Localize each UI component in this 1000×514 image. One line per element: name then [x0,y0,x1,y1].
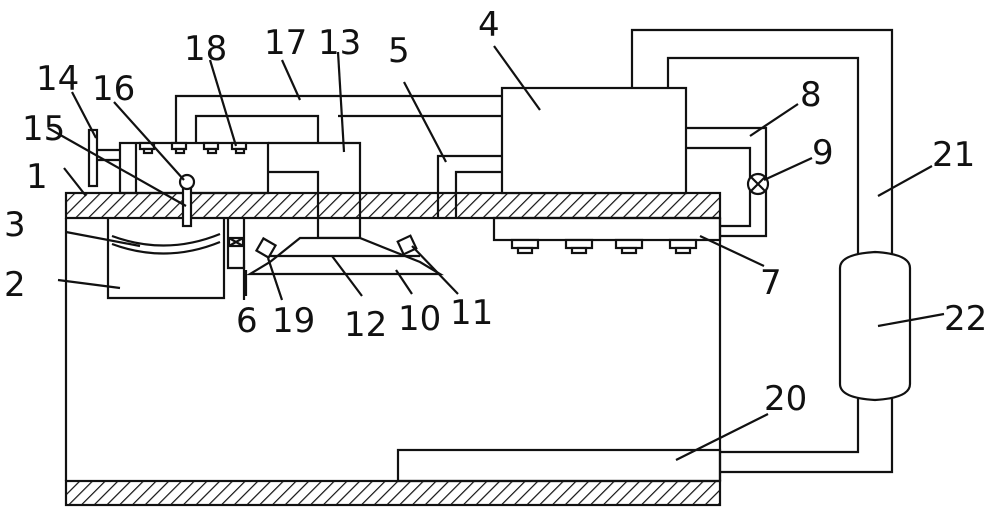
spray-bar-7 [492,216,722,242]
plate-20 [396,448,722,483]
label-21: 21 [932,135,975,175]
label-18: 18 [184,29,227,69]
label-16: 16 [92,69,135,109]
sensor-11 [396,234,418,256]
label-6: 6 [236,301,258,341]
valve-6-icon [227,236,245,248]
tank-22 [838,250,912,402]
membrane-3 [111,232,221,247]
label-10: 10 [398,299,441,339]
label-15: 15 [22,109,65,149]
label-3: 3 [4,205,26,245]
label-13: 13 [318,23,361,63]
valve-9-icon [746,172,770,196]
handle-14 [87,128,99,188]
nozzles-18 [138,141,248,155]
label-5: 5 [388,31,410,71]
chamber-2 [106,218,226,300]
label-22: 22 [944,299,987,339]
label-11: 11 [450,293,493,333]
rod-15 [181,186,193,228]
nozzles-7 [510,238,698,255]
box-4 [500,86,688,195]
label-12: 12 [344,305,387,345]
sensor-19 [254,236,278,260]
label-1: 1 [26,157,48,197]
label-9: 9 [812,133,834,173]
label-4: 4 [478,5,500,45]
body-13 [268,141,362,240]
label-8: 8 [800,75,822,115]
bottom-plate [64,479,722,507]
label-7: 7 [760,263,782,303]
label-17: 17 [264,23,307,63]
pipe-21 [630,28,894,256]
pipe-5 [436,154,502,218]
label-19: 19 [272,301,315,341]
label-2: 2 [4,265,26,305]
leader-lines [47,45,945,461]
pipe-17 [174,94,502,143]
label-14: 14 [36,59,79,99]
top-plate [64,191,722,220]
part-labels: 1 2 3 4 5 6 7 8 9 10 11 12 13 14 15 16 1… [4,5,987,419]
label-20: 20 [764,379,807,419]
